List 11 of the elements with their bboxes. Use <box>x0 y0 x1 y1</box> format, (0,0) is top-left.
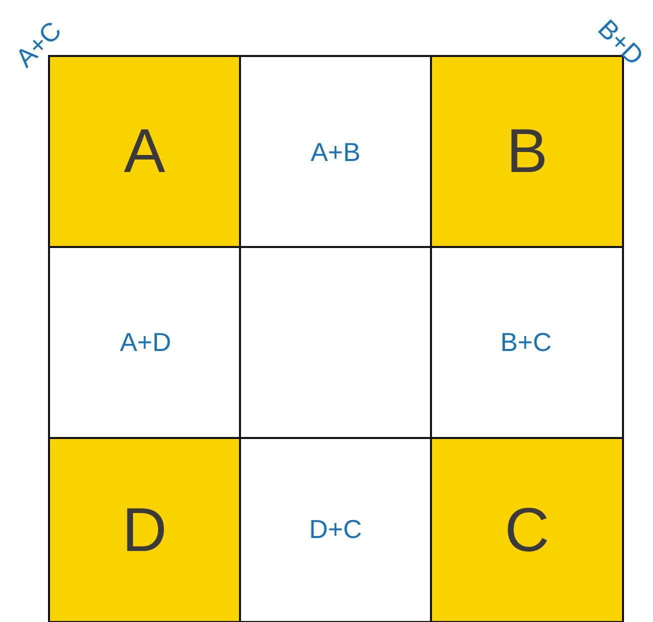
cell-letter: D <box>122 494 167 566</box>
filled-square <box>48 437 241 622</box>
cell-letter: A <box>124 116 166 187</box>
cell-label: A+B <box>310 137 360 168</box>
filled-square <box>430 437 624 622</box>
cell-letter: B <box>506 116 548 187</box>
cell-letter: C <box>504 494 550 566</box>
diagonal-label: B+D <box>591 12 650 72</box>
cell-label: D+C <box>309 514 362 544</box>
cell-label: A+D <box>120 327 172 358</box>
cell-label: B+C <box>500 327 552 358</box>
